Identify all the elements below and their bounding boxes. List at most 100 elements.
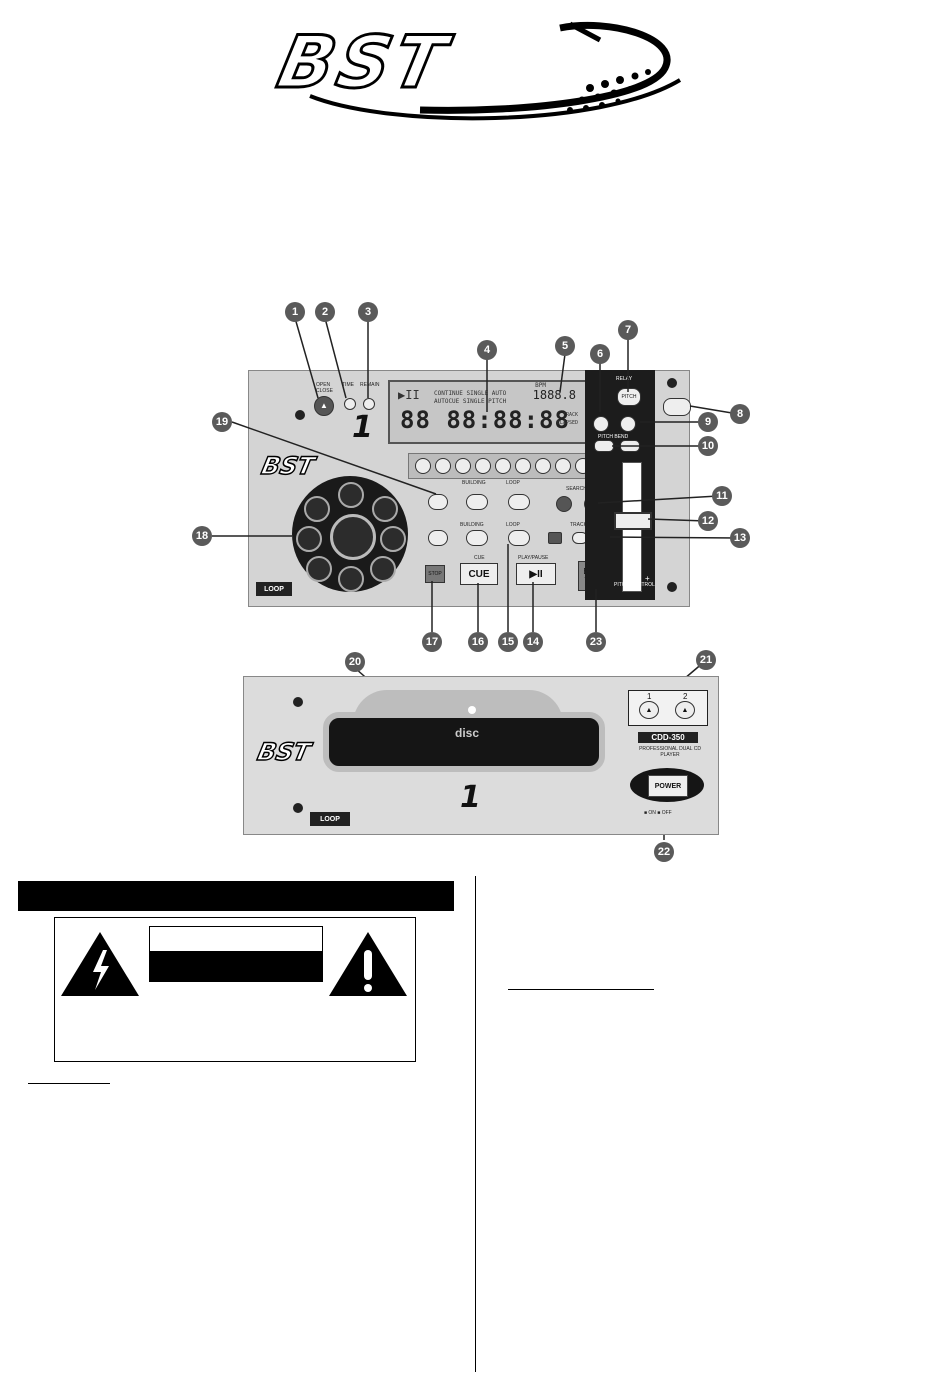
exclamation-warning-icon	[329, 932, 407, 996]
bottom-unit-number: 1	[460, 780, 481, 815]
power-states: ■ ON ■ OFF	[644, 810, 672, 816]
panel-screw-icon	[293, 803, 303, 813]
relay-button[interactable]	[663, 398, 691, 416]
callout-23: 23	[586, 632, 606, 652]
memory-button[interactable]	[435, 458, 451, 474]
lcd-track-label: TRACK	[562, 412, 578, 418]
callout-15: 15	[498, 632, 518, 652]
track-prev-button[interactable]	[548, 532, 562, 544]
callout-18: 18	[192, 526, 212, 546]
jog-wheel[interactable]	[292, 476, 408, 592]
eject-button[interactable]: ▲	[314, 396, 334, 416]
search-label: SEARCH	[566, 486, 587, 492]
memory-button[interactable]	[415, 458, 431, 474]
memory-button[interactable]	[495, 458, 511, 474]
memory-button[interactable]	[455, 458, 471, 474]
heading-underline	[28, 1083, 110, 1084]
callout-5: 5	[555, 336, 575, 356]
pitch-section	[585, 370, 655, 600]
reloop-button-2[interactable]	[508, 530, 530, 546]
reloop-button[interactable]	[508, 494, 530, 510]
panel-screw-icon	[293, 697, 303, 707]
callout-4: 4	[477, 340, 497, 360]
lcd-elapsed-label: ELAPSED	[556, 420, 578, 426]
cue-button[interactable]: CUE	[460, 563, 498, 585]
callout-3: 3	[358, 302, 378, 322]
play-pause-label: PLAY/PAUSE	[518, 555, 549, 561]
callout-6: 6	[590, 344, 610, 364]
callout-11: 11	[712, 486, 732, 506]
callout-9: 9	[698, 412, 718, 432]
lcd-bpm-label: BPM	[535, 382, 546, 389]
jog-hole-icon	[338, 482, 364, 508]
eject-2-label: 2	[683, 692, 688, 701]
eject-2-button[interactable]: ▲	[675, 701, 695, 719]
callout-7: 7	[618, 320, 638, 340]
lcd-display: ▶II CONTINUE SINGLE AUTO AUTOCUE SINGLE …	[388, 380, 588, 444]
open-close-label: OPEN CLOSE	[316, 382, 333, 394]
memory-button[interactable]	[515, 458, 531, 474]
callout-14: 14	[523, 632, 543, 652]
memory-button[interactable]	[535, 458, 551, 474]
eject-1-label: 1	[647, 692, 652, 701]
callout-21: 21	[696, 650, 716, 670]
track-label: TRACK	[570, 522, 587, 528]
unit-number: 1	[352, 410, 373, 445]
disc-tray[interactable]: disc	[323, 712, 605, 772]
out-button-2[interactable]	[466, 530, 488, 546]
in-button-2[interactable]	[428, 530, 448, 546]
callout-22: 22	[654, 842, 674, 862]
memory-button-row	[408, 453, 606, 479]
cue-label: CUE	[474, 555, 485, 561]
lcd-labels-row2: AUTOCUE SINGLE PITCH	[434, 398, 507, 405]
model-subtitle: PROFESSIONAL DUAL CD PLAYER	[639, 746, 701, 758]
pitch-slider-knob[interactable]	[614, 512, 652, 530]
power-button[interactable]: POWER	[648, 775, 688, 797]
heading-underline	[508, 989, 654, 990]
callout-12: 12	[698, 511, 718, 531]
play-indicator-icon: ▶II	[398, 388, 420, 402]
caution-label-box	[149, 926, 323, 982]
pitch-control-label: PITCH CONTROL	[614, 582, 655, 588]
callout-19: 19	[212, 412, 232, 432]
remain-label: REMAIN	[360, 382, 380, 388]
pitch-bend-label: PITCH BEND	[598, 434, 629, 440]
lcd-bpm-value: 1888.8	[532, 388, 576, 402]
memory-button[interactable]	[475, 458, 491, 474]
tray-led-icon	[468, 706, 476, 714]
eject-group: 1 2 ▲ ▲	[628, 690, 708, 726]
out-button[interactable]	[466, 494, 488, 510]
section-header-bar	[18, 881, 454, 911]
model-badge: CDD-350	[638, 732, 698, 743]
play-pause-button[interactable]: ▶II	[516, 563, 556, 585]
eject-1-button[interactable]: ▲	[639, 701, 659, 719]
relay-label: RELAY	[616, 376, 633, 382]
memory-button[interactable]	[555, 458, 571, 474]
panel-screw-icon	[667, 378, 677, 388]
panel-screw-icon	[295, 410, 305, 420]
column-divider	[475, 876, 476, 1372]
pitch-minus-button[interactable]	[593, 416, 609, 432]
panel-screw-icon	[667, 582, 677, 592]
lightning-warning-icon	[61, 932, 139, 996]
stop-button[interactable]: STOP	[425, 565, 445, 583]
single-button[interactable]	[363, 398, 375, 410]
jog-center	[330, 514, 376, 560]
bottom-brand: BST	[254, 737, 313, 767]
jog-hole-icon	[338, 566, 364, 592]
power-surround: POWER	[630, 768, 704, 802]
building-label: BUILDING	[462, 480, 486, 486]
search-back-button[interactable]	[556, 496, 572, 512]
jog-hole-icon	[296, 526, 322, 552]
lcd-labels-row1: CONTINUE SINGLE AUTO	[434, 390, 507, 397]
pitch-button[interactable]: PITCH	[617, 388, 641, 406]
loop-logo: LOOP	[256, 582, 292, 596]
callout-8: 8	[730, 404, 750, 424]
in-button[interactable]	[428, 494, 448, 510]
time-label: TIME	[342, 382, 354, 388]
callout-2: 2	[315, 302, 335, 322]
jog-hole-icon	[306, 556, 332, 582]
time-button[interactable]	[344, 398, 356, 410]
master-tempo-button[interactable]	[620, 416, 636, 432]
lcd-time-digits: 88 88:88:88	[400, 406, 570, 434]
